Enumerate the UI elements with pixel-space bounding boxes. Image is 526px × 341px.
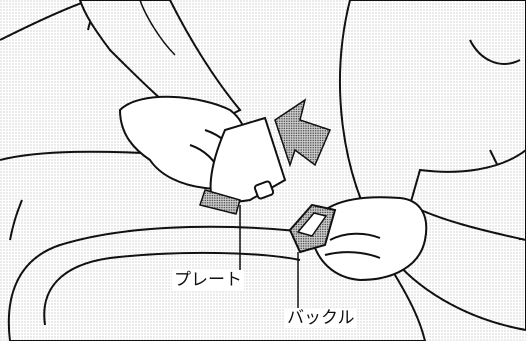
- right-hand-finger-2: [324, 251, 381, 259]
- plate-slot: [253, 180, 275, 200]
- right-hand-finger-1: [329, 232, 381, 241]
- plate-webbing: [199, 189, 241, 215]
- direction-arrow-icon: [274, 98, 332, 168]
- buckle-label: バックル: [285, 308, 357, 328]
- plate-label: プレート: [172, 270, 244, 290]
- seat-back-seam: [469, 39, 521, 65]
- seat-cushion-seam: [43, 251, 301, 326]
- buckle-opening: [296, 212, 328, 237]
- sleeve-fold: [139, 0, 176, 56]
- right-hand: [308, 196, 428, 282]
- seat-crease-left: [9, 199, 23, 241]
